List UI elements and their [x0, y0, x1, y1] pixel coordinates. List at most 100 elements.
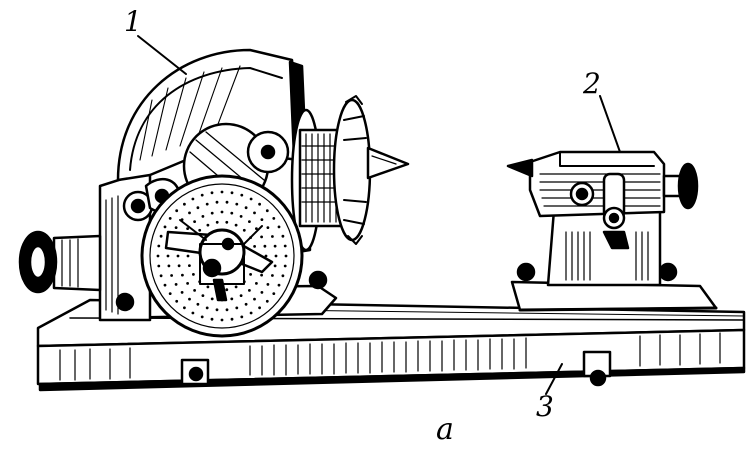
index-hole: [240, 315, 244, 319]
index-hole: [186, 254, 190, 258]
index-hole: [159, 274, 163, 278]
index-hole: [272, 217, 276, 220]
index-hole: [260, 235, 263, 239]
index-hole: [167, 264, 171, 268]
index-hole: [258, 202, 261, 206]
index-hole: [272, 292, 276, 295]
index-hole: [186, 227, 190, 231]
index-hole: [191, 311, 195, 315]
index-hole: [234, 285, 238, 289]
index-hole: [235, 202, 239, 206]
index-hole: [176, 254, 180, 258]
index-hole: [206, 285, 210, 289]
index-hole: [242, 228, 246, 232]
dividing-head: [18, 35, 410, 338]
index-hole: [196, 302, 200, 306]
index-hole: [253, 245, 256, 248]
index-hole: [258, 306, 261, 310]
index-hole: [220, 210, 224, 214]
index-hole: [253, 297, 256, 301]
callout-2: 2: [583, 67, 601, 100]
index-hole: [265, 209, 269, 213]
index-hole: [193, 289, 197, 292]
index-hole: [248, 220, 251, 224]
index-hole: [192, 273, 195, 276]
callout-3: 3: [536, 390, 554, 423]
index-hole: [281, 274, 285, 278]
index-hole: [281, 234, 285, 238]
index-hole: [277, 225, 281, 229]
index-hole: [210, 191, 214, 195]
index-hole: [239, 215, 243, 218]
index-hole: [191, 197, 195, 201]
index-hole: [193, 220, 197, 224]
index-hole: [163, 283, 167, 287]
index-hole: [201, 294, 205, 297]
index-hole: [225, 200, 229, 204]
index-hole: [263, 244, 267, 248]
index-hole: [284, 254, 288, 258]
index-hole: [168, 217, 172, 220]
index-hole: [248, 289, 251, 292]
index-hole: [234, 223, 238, 227]
index-hole: [225, 220, 229, 224]
index-hole: [188, 264, 191, 267]
index-hole: [188, 297, 191, 301]
tailstock: [506, 95, 718, 312]
index-hole: [205, 202, 209, 206]
index-hole: [180, 291, 184, 294]
index-hole: [260, 218, 264, 222]
index-hole: [220, 318, 224, 322]
index-hole: [205, 306, 209, 310]
index-hole: [181, 273, 184, 277]
index-hole: [266, 226, 270, 230]
index-hole: [239, 294, 243, 297]
index-hole: [249, 311, 253, 315]
index-hole: [200, 193, 204, 197]
index-hole: [230, 211, 234, 215]
index-hole: [215, 220, 219, 224]
index-hole: [244, 302, 248, 306]
index-hole: [156, 254, 160, 258]
index-hole: [271, 235, 274, 238]
index-hole: [174, 226, 178, 230]
index-hole: [215, 308, 219, 312]
index-hole: [157, 264, 161, 268]
index-hole: [206, 223, 210, 227]
index-hole: [266, 283, 270, 286]
index-hole: [273, 264, 277, 268]
index-hole: [175, 209, 179, 213]
index-hole: [201, 215, 205, 218]
index-hole: [249, 197, 253, 201]
index-hole: [230, 297, 234, 301]
index-hole: [235, 306, 239, 310]
index-hole: [166, 254, 170, 258]
index-hole: [283, 264, 287, 268]
index-hole: [157, 244, 161, 248]
index-hole: [186, 282, 190, 285]
callout-1: 1: [124, 5, 142, 38]
index-hole: [210, 317, 214, 321]
index-hole: [255, 282, 258, 285]
index-hole: [170, 274, 174, 277]
index-hole: [174, 283, 178, 286]
index-hole: [210, 297, 214, 301]
index-hole: [230, 191, 234, 195]
index-hole: [274, 254, 278, 258]
index-hole: [183, 306, 186, 310]
index-hole: [220, 190, 224, 194]
index-hole: [175, 299, 179, 303]
index-hole: [198, 228, 202, 232]
index-hole: [163, 225, 167, 229]
index-hole: [283, 244, 287, 248]
index-hole: [253, 211, 256, 215]
index-hole: [210, 211, 214, 215]
index-hole: [225, 288, 229, 292]
index-hole: [177, 264, 181, 268]
figure-caption: а: [436, 412, 454, 447]
index-hole: [183, 202, 186, 206]
index-hole: [159, 234, 163, 238]
index-hole: [260, 291, 264, 294]
